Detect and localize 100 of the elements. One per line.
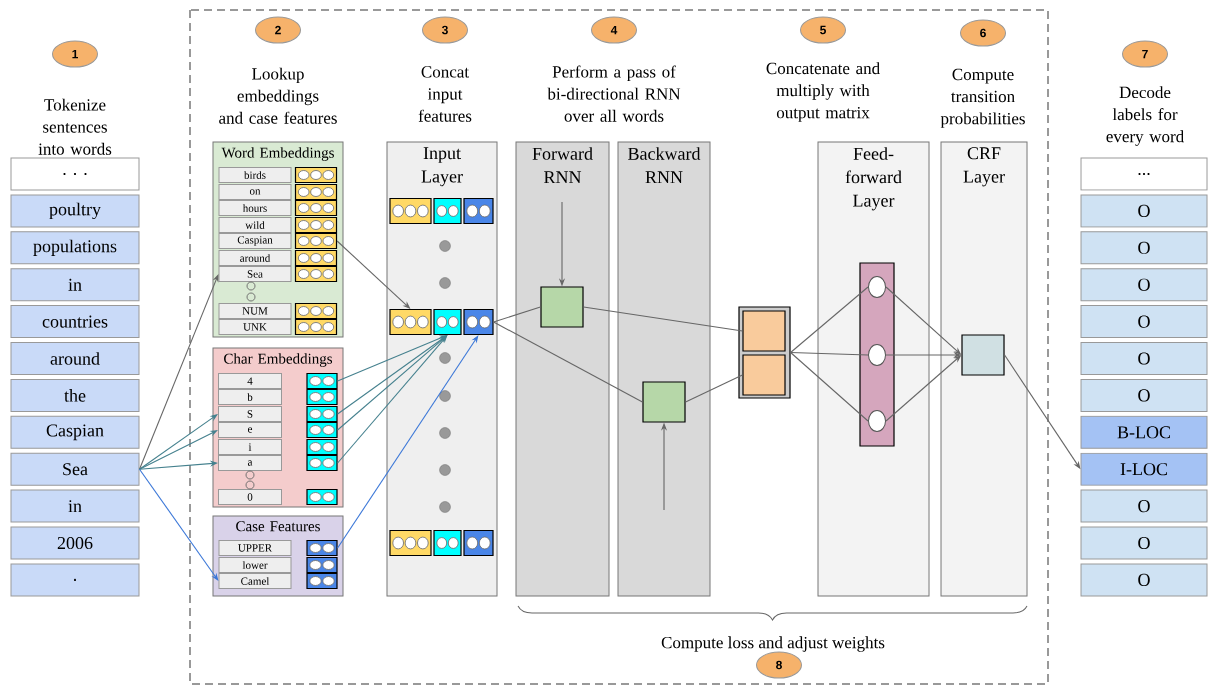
arrow [138,274,219,470]
tag-box: O [1080,526,1208,560]
lookup-row: on [218,184,292,200]
token-box: Sea [10,452,140,486]
arrow [337,335,448,464]
lookup-row: 0 [218,489,282,505]
token-box: poultry [10,194,140,228]
embedding-vector [389,197,432,225]
neuron-circle [868,276,886,298]
embedding-vector [463,529,494,557]
step-description: Perform a pass of bi-directional RNN over all words [547,65,681,122]
layer-panel: CRF Layer [940,141,1028,597]
layer-panel: Forward RNN [515,141,610,597]
lookup-row: Sea [218,266,292,282]
step-badge: 7 [1122,40,1168,68]
step-badge: 4 [591,16,637,44]
arrow [138,468,219,581]
tag-box: O [1080,563,1208,597]
step-badge: 5 [800,16,846,44]
neuron-circle [868,344,886,366]
embedding-vector [306,539,338,557]
token-box: countries [10,305,140,339]
lookup-row: Camel [218,573,292,589]
tag-box: O [1080,194,1208,228]
lookup-row: 4 [218,373,282,389]
tag-box: O [1080,231,1208,265]
embedding-vector [294,318,338,336]
embedding-vector [306,556,338,574]
concat-half [742,310,786,352]
lookup-row: Caspian [218,233,292,249]
step-badge: 8 [756,651,802,679]
lookup-row: e [218,422,282,438]
token-box: around [10,342,140,375]
token-box: populations [10,231,140,265]
embedding-vector [294,265,338,283]
neuron-circle [868,410,886,432]
embedding-vector [294,216,338,234]
token-box: the [10,378,140,412]
arrow [138,430,218,470]
tag-box: O [1080,342,1208,375]
token-box: . . . [10,157,140,191]
tag-box: O [1080,489,1208,523]
embedding-vector [306,405,338,423]
arrow [337,335,479,549]
lookup-row: NUM [218,303,292,319]
step-badge: 1 [52,40,98,68]
tag-box: O [1080,305,1208,339]
embedding-vector [306,488,338,506]
crf-cell [961,334,1005,376]
embedding-vector [306,421,338,439]
token-box: . [10,563,140,597]
lookup-row: UPPER [218,540,292,556]
embedding-vector [306,438,338,456]
step-description: Compute transition probabilities [940,68,1025,128]
step-badge: 6 [960,19,1006,47]
lookup-row: wild [218,217,292,233]
step-description: Decode labels for every word [1106,86,1184,146]
embedding-vector [389,529,432,557]
step-description: Compute loss and adjust weights [661,636,885,652]
token-box: Caspian [10,415,140,449]
embedding-vector [433,308,462,336]
rnn-cell [540,286,584,328]
layer-panel: Backward RNN [617,141,711,597]
tag-box: ... [1080,157,1208,191]
embedding-vector [306,454,338,472]
tag-box: B-LOC [1080,415,1208,449]
embedding-vector [306,572,338,590]
step-description: Concatenate and multiply with output matrix [766,62,880,122]
embedding-vector [306,372,338,390]
step-badge: 3 [422,16,468,44]
step-description: Concat input features [418,66,472,122]
embedding-vector [294,232,338,250]
concat-half [742,354,786,396]
embedding-vector [463,197,494,225]
embedding-vector [294,199,338,217]
embedding-vector [433,197,462,225]
tag-box: I-LOC [1080,452,1208,486]
embedding-vector [294,166,338,184]
step-description: Lookup embeddings and case features [219,67,337,124]
embedding-vector [306,388,338,406]
lookup-row: i [218,439,282,455]
embedding-vector [433,529,462,557]
lookup-row: S [218,406,282,422]
step-description: Tokenize sentences into words [38,98,112,155]
lookup-row: b [218,389,282,405]
embedding-vector [294,302,338,320]
embedding-vector [294,249,338,267]
token-box: 2006 [10,526,140,560]
embedding-vector [294,183,338,201]
lookup-row: around [218,250,292,266]
tag-box: O [1080,378,1208,412]
lookup-row: hours [218,200,292,216]
rnn-cell [642,381,686,423]
embedding-vector [463,308,494,336]
step-badge: 2 [255,16,301,44]
lookup-row: UNK [218,319,292,335]
lookup-row: lower [218,557,292,573]
embedding-vector [389,308,432,336]
token-box: in [10,268,140,302]
lookup-row: birds [218,167,292,183]
